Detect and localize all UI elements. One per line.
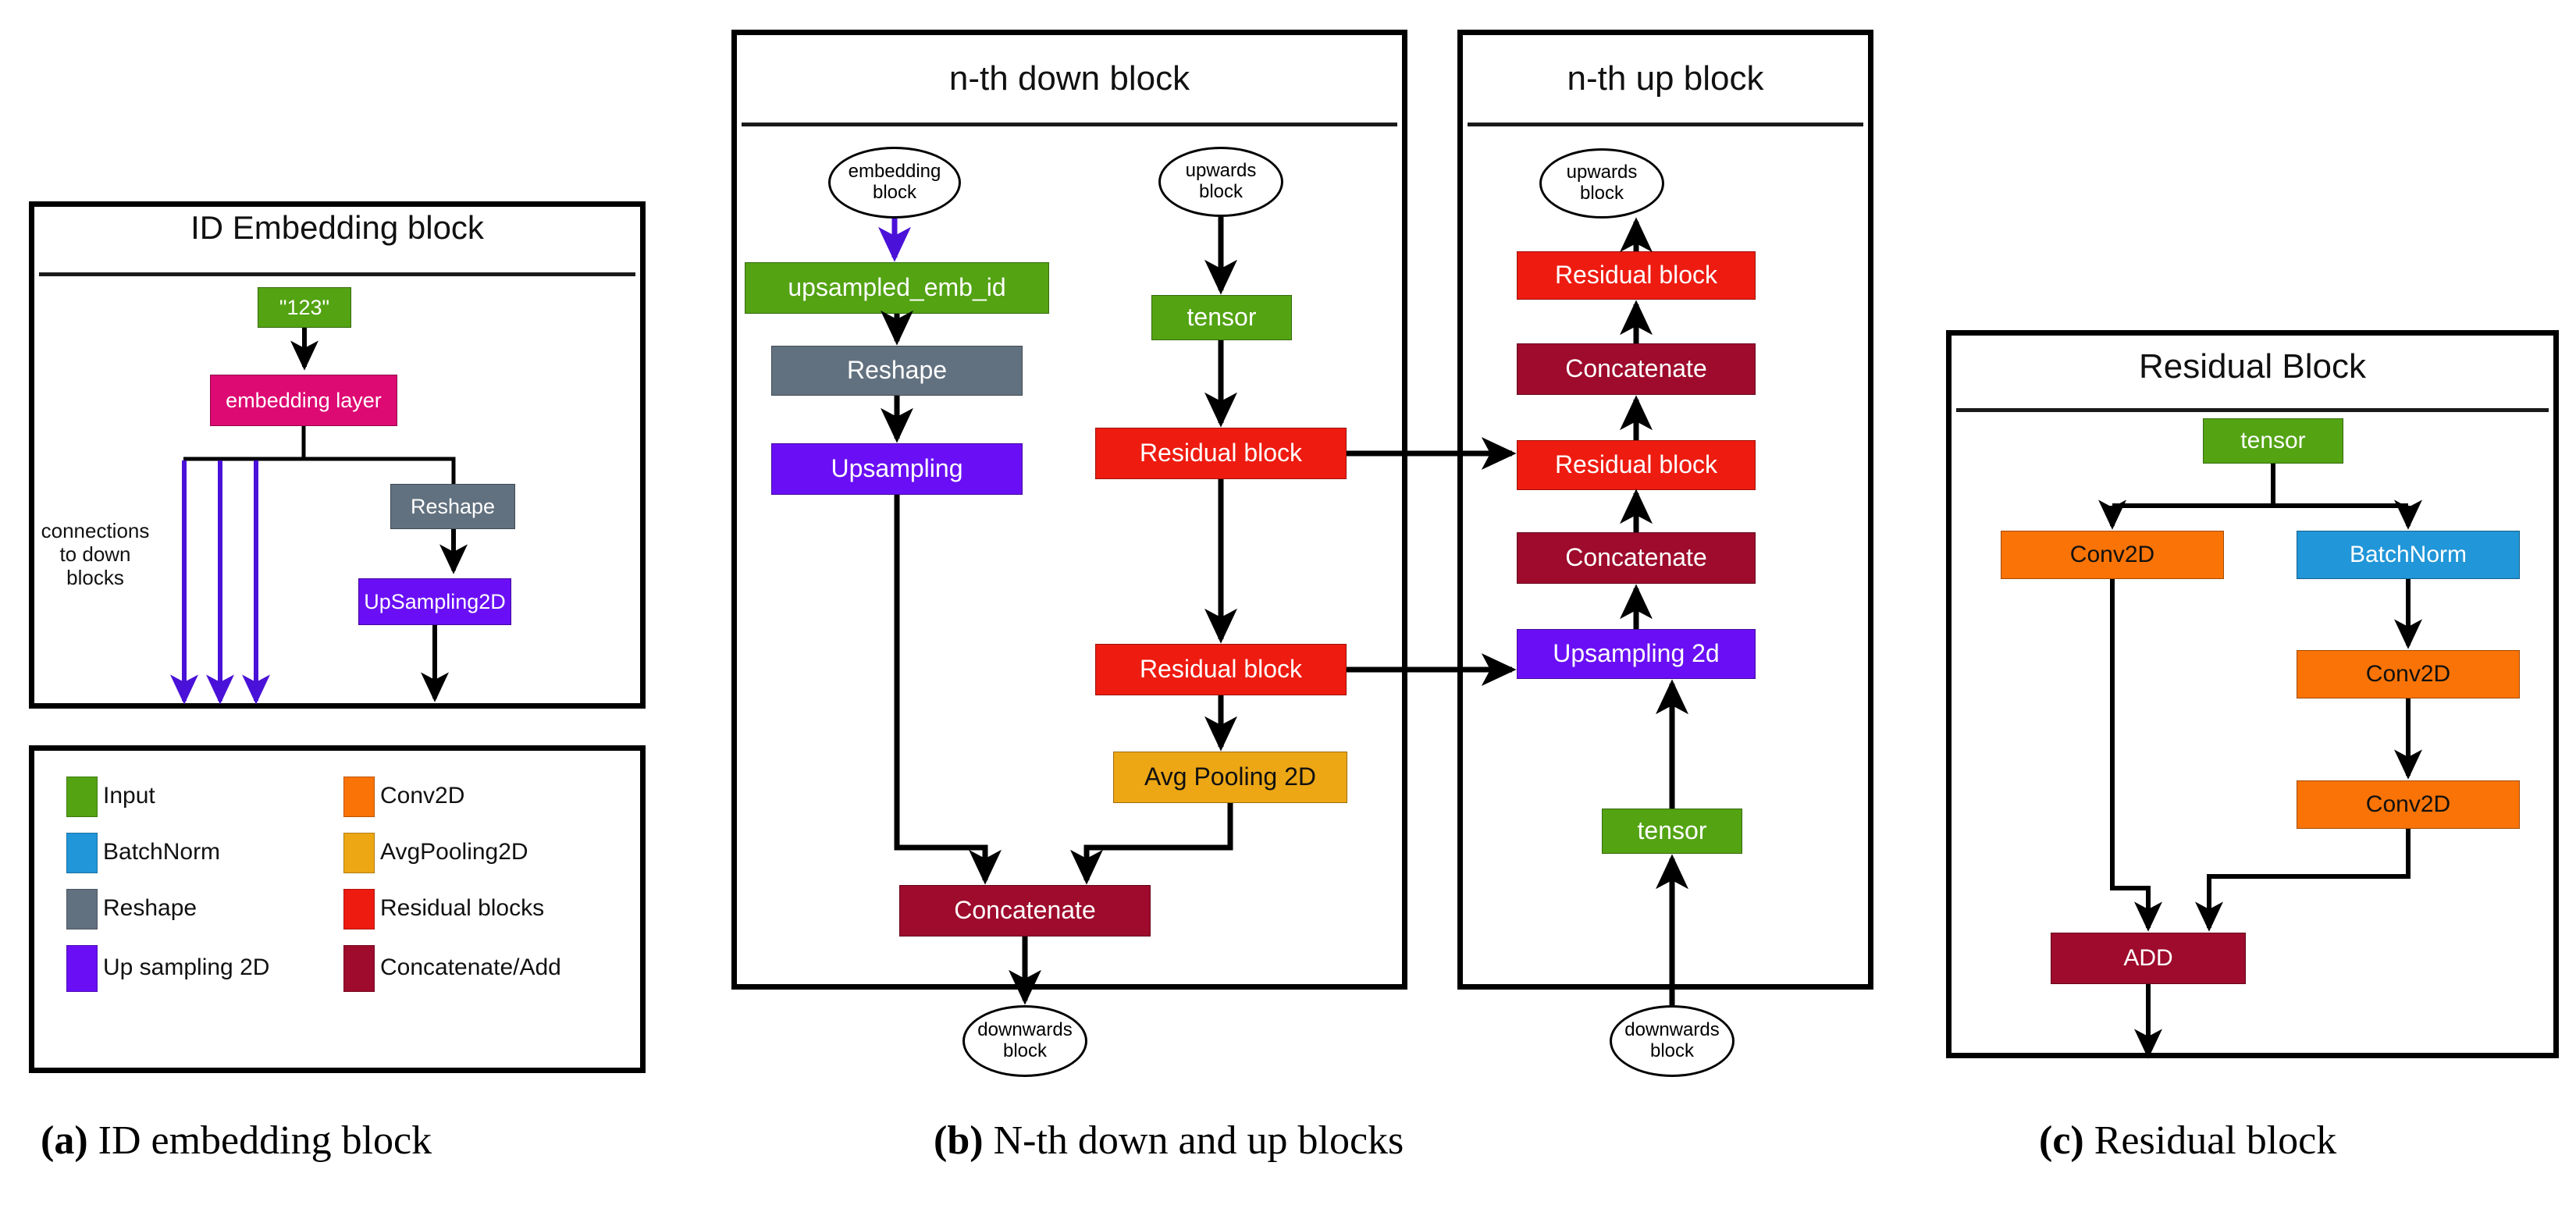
legend-label-4: Conv2D bbox=[380, 783, 465, 809]
node-res-tensor[interactable]: tensor bbox=[2203, 418, 2343, 464]
node-down-residual-2-label: Residual block bbox=[1139, 655, 1303, 684]
io-embedding-block[interactable]: embedding block bbox=[828, 147, 961, 219]
node-down-avg-pooling-2d[interactable]: Avg Pooling 2D bbox=[1113, 752, 1347, 803]
caption-c-letter-text: c bbox=[2052, 1118, 2071, 1163]
node-down-tensor[interactable]: tensor bbox=[1151, 295, 1292, 340]
node-res-add[interactable]: ADD bbox=[2051, 933, 2246, 984]
node-down-reshape[interactable]: Reshape bbox=[771, 346, 1023, 396]
node-down-upsampling[interactable]: Upsampling bbox=[771, 443, 1023, 495]
caption-a-letter: ( bbox=[41, 1118, 55, 1163]
legend-label-1: BatchNorm bbox=[103, 839, 221, 865]
node-id-upsampling2d[interactable]: UpSampling2D bbox=[358, 578, 511, 625]
up-block-panel-title: n-th up block bbox=[1567, 59, 1764, 98]
node-res-conv2d-2[interactable]: Conv2D bbox=[2297, 780, 2520, 829]
node-up-concatenate-bottom[interactable]: Concatenate bbox=[1517, 532, 1756, 584]
node-id-input-label: "123" bbox=[279, 295, 330, 319]
legend-label-3: Up sampling 2D bbox=[103, 954, 270, 980]
node-upsampled-emb-id-label: upsampled_emb_id bbox=[788, 273, 1006, 302]
node-res-add-label: ADD bbox=[2123, 945, 2173, 972]
node-up-upsampling-2d[interactable]: Upsampling 2d bbox=[1517, 629, 1756, 679]
up-block-panel-rule bbox=[1468, 123, 1863, 126]
node-down-residual-1-label: Residual block bbox=[1139, 439, 1303, 467]
node-down-concatenate[interactable]: Concatenate bbox=[899, 885, 1151, 937]
node-down-reshape-label: Reshape bbox=[846, 356, 948, 385]
node-up-residual-mid[interactable]: Residual block bbox=[1517, 440, 1756, 490]
legend-label-2: Reshape bbox=[103, 895, 197, 921]
node-res-batchnorm-label: BatchNorm bbox=[2349, 542, 2467, 568]
node-down-concatenate-label: Concatenate bbox=[954, 896, 1096, 925]
legend-swatch-0 bbox=[66, 777, 98, 817]
node-up-concatenate-bottom-label: Concatenate bbox=[1565, 543, 1707, 572]
node-up-residual-mid-label: Residual block bbox=[1554, 450, 1718, 479]
node-down-avg-pooling-2d-label: Avg Pooling 2D bbox=[1144, 762, 1316, 791]
caption-b-letter-text: b bbox=[947, 1118, 970, 1163]
node-up-concatenate-top[interactable]: Concatenate bbox=[1517, 343, 1756, 395]
connections-to-down-blocks-note: connections to down blocks bbox=[41, 519, 150, 590]
node-embedding-layer-label: embedding layer bbox=[226, 388, 382, 412]
node-up-residual-top-label: Residual block bbox=[1554, 261, 1718, 290]
legend-swatch-3 bbox=[66, 945, 98, 992]
caption-a-text: ID embedding block bbox=[87, 1118, 432, 1163]
node-up-tensor-label: tensor bbox=[1637, 816, 1707, 845]
caption-a-letter-text: a bbox=[54, 1118, 75, 1163]
node-up-upsampling-2d-label: Upsampling 2d bbox=[1553, 639, 1720, 668]
node-id-input[interactable]: "123" bbox=[258, 287, 351, 328]
node-down-residual-2[interactable]: Residual block bbox=[1095, 644, 1347, 695]
node-res-conv2d-1[interactable]: Conv2D bbox=[2297, 650, 2520, 698]
id-embedding-panel-rule bbox=[39, 272, 635, 276]
node-up-concatenate-top-label: Concatenate bbox=[1565, 354, 1707, 383]
io-downwards-block-up-panel[interactable]: downwards block bbox=[1610, 1005, 1735, 1077]
legend-swatch-1 bbox=[66, 833, 98, 873]
id-embedding-panel bbox=[29, 201, 646, 709]
node-down-tensor-label: tensor bbox=[1187, 303, 1257, 332]
io-downwards-block-down-panel[interactable]: downwards block bbox=[962, 1005, 1087, 1077]
node-res-batchnorm[interactable]: BatchNorm bbox=[2297, 531, 2520, 579]
legend-swatch-5 bbox=[343, 833, 375, 873]
legend-label-0: Input bbox=[103, 783, 155, 809]
legend-label-6: Residual blocks bbox=[380, 895, 545, 921]
legend-panel bbox=[29, 745, 646, 1073]
node-down-upsampling-label: Upsampling bbox=[831, 454, 963, 483]
node-embedding-layer[interactable]: embedding layer bbox=[210, 375, 397, 426]
node-down-residual-1[interactable]: Residual block bbox=[1095, 428, 1347, 479]
node-up-residual-top[interactable]: Residual block bbox=[1517, 251, 1756, 300]
caption-c: (c) Residual block bbox=[2039, 1118, 2337, 1163]
legend-label-7: Concatenate/Add bbox=[380, 954, 561, 980]
node-res-tensor-label: tensor bbox=[2240, 428, 2306, 454]
node-upsampled-emb-id[interactable]: upsampled_emb_id bbox=[745, 262, 1049, 314]
residual-block-panel-rule bbox=[1956, 408, 2549, 412]
legend-swatch-4 bbox=[343, 777, 375, 817]
caption-c-text: Residual block bbox=[2083, 1118, 2337, 1163]
caption-b: (b) N-th down and up blocks bbox=[934, 1118, 1404, 1163]
node-res-conv2d-1-label: Conv2D bbox=[2365, 661, 2451, 688]
up-block-panel bbox=[1457, 30, 1873, 990]
node-id-reshape[interactable]: Reshape bbox=[390, 484, 515, 529]
node-res-conv2d-skip[interactable]: Conv2D bbox=[2001, 531, 2224, 579]
id-embedding-panel-title: ID Embedding block bbox=[190, 209, 484, 246]
io-upwards-block-down-panel[interactable]: upwards block bbox=[1158, 147, 1283, 217]
legend-swatch-6 bbox=[343, 889, 375, 929]
node-id-upsampling2d-label: UpSampling2D bbox=[364, 589, 506, 613]
legend-swatch-2 bbox=[66, 889, 98, 929]
node-id-reshape-label: Reshape bbox=[410, 494, 496, 518]
legend-label-5: AvgPooling2D bbox=[380, 839, 528, 865]
legend-swatch-7 bbox=[343, 945, 375, 992]
node-res-conv2d-2-label: Conv2D bbox=[2365, 791, 2451, 818]
node-res-conv2d-skip-label: Conv2D bbox=[2069, 542, 2155, 568]
io-upwards-block-up-panel[interactable]: upwards block bbox=[1539, 148, 1664, 219]
residual-block-panel-title: Residual Block bbox=[2138, 347, 2367, 386]
caption-a: (a) ID embedding block bbox=[41, 1118, 432, 1163]
node-up-tensor[interactable]: tensor bbox=[1602, 809, 1742, 854]
caption-b-text: N-th down and up blocks bbox=[983, 1118, 1404, 1163]
down-block-panel-rule bbox=[742, 123, 1397, 126]
down-block-panel-title: n-th down block bbox=[948, 59, 1190, 98]
